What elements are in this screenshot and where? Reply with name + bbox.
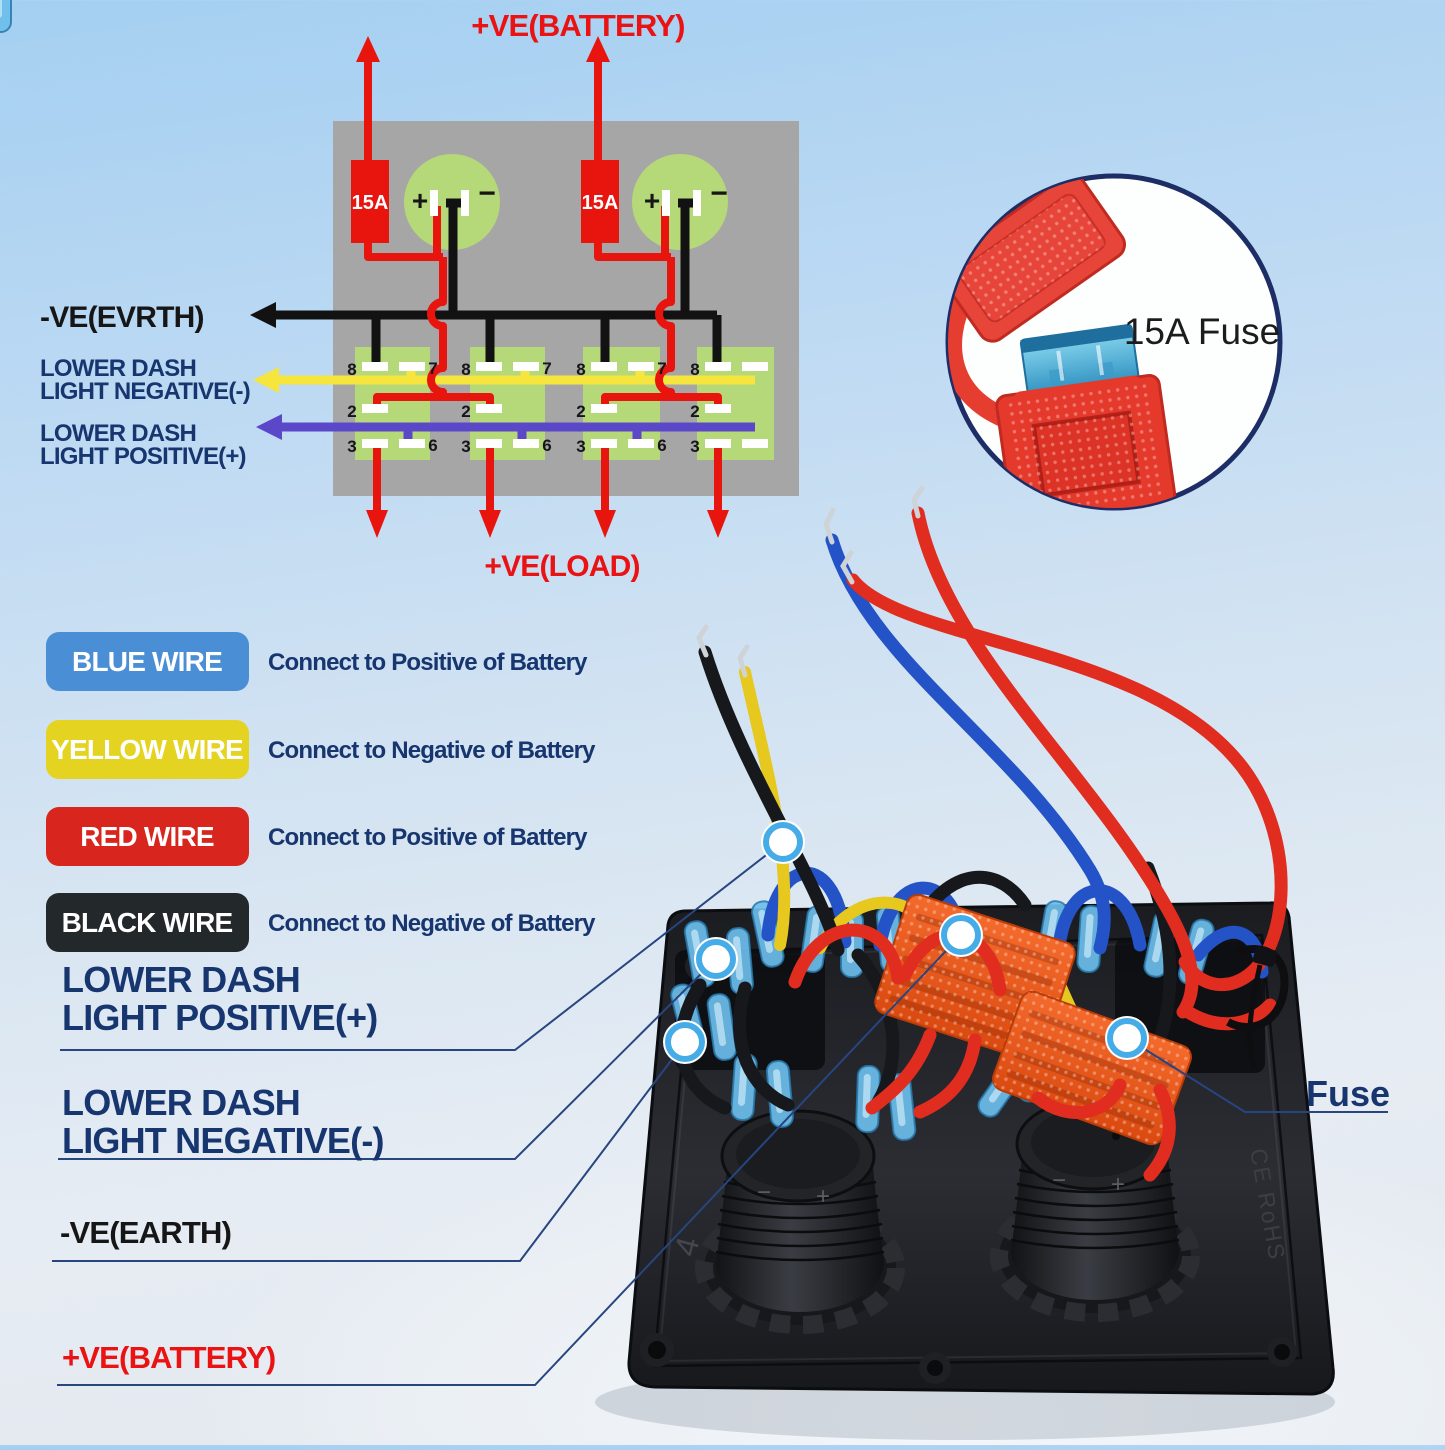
legend-swatch-yellow bbox=[46, 720, 249, 779]
svg-text:6: 6 bbox=[428, 436, 437, 455]
legend-desc-red: Connect to Positive of Battery bbox=[268, 824, 588, 851]
photo-callout-labels: LOWER DASH LIGHT POSITIVE(+) LOWER DASH … bbox=[60, 959, 1390, 1375]
callout-dot-fuse bbox=[1105, 1016, 1149, 1060]
svg-text:3: 3 bbox=[461, 437, 470, 456]
legend-swatch-red bbox=[46, 807, 249, 866]
callout-dot-battery bbox=[939, 913, 983, 957]
inset-fuse-cap bbox=[948, 176, 1126, 343]
callout-dot-dash-negative bbox=[694, 937, 738, 981]
fuse-symbol-1 bbox=[351, 160, 389, 243]
svg-text:2: 2 bbox=[576, 402, 585, 421]
inset-caption: 15A Fuse bbox=[1124, 311, 1280, 352]
legend-desc-blue: Connect to Positive of Battery bbox=[268, 649, 588, 676]
fuse-rating-1: 15A bbox=[352, 192, 389, 214]
legend-desc-yellow: Connect to Negative of Battery bbox=[268, 737, 596, 764]
zip-tie bbox=[1226, 945, 1289, 1069]
callout-leaders bbox=[52, 841, 1388, 1386]
dash-positive-line bbox=[281, 422, 755, 440]
callout-dash-positive-line1: LOWER DASH bbox=[62, 959, 300, 1000]
legend-desc-black: Connect to Negative of Battery bbox=[268, 910, 596, 937]
legend-swatch-blue bbox=[46, 632, 249, 691]
legend-label-blue: BLUE WIRE bbox=[72, 646, 222, 677]
red-circuit bbox=[364, 58, 722, 512]
diagram-load-label: +VE(LOAD) bbox=[484, 550, 639, 583]
red-arrowheads bbox=[356, 36, 729, 538]
svg-text:8: 8 bbox=[576, 360, 585, 379]
diagram-dash-negative-line2: LIGHT NEGATIVE(-) bbox=[40, 378, 250, 405]
svg-text:7: 7 bbox=[657, 359, 666, 378]
svg-text:2: 2 bbox=[690, 402, 699, 421]
callout-dash-negative-line1: LOWER DASH bbox=[62, 1082, 300, 1123]
dash-negative-arrowhead-icon bbox=[253, 367, 279, 393]
callout-dot-earth bbox=[663, 1020, 707, 1064]
battery2-minus: − bbox=[710, 177, 728, 210]
legend-label-yellow: YELLOW WIRE bbox=[51, 734, 243, 765]
earth-arrowhead-icon bbox=[250, 302, 276, 328]
battery1-minus: − bbox=[478, 177, 496, 210]
socket2-minus-mark: − bbox=[1052, 1167, 1066, 1194]
socket1-minus-mark: − bbox=[757, 1179, 771, 1206]
callout-dash-negative-line2: LIGHT NEGATIVE(-) bbox=[62, 1120, 384, 1161]
terminal-pads bbox=[362, 190, 768, 448]
diagram-dash-positive-line1: LOWER DASH bbox=[40, 420, 196, 447]
socket1-plus-mark: + bbox=[816, 1183, 830, 1210]
svg-text:7: 7 bbox=[542, 359, 551, 378]
earth-bus bbox=[264, 198, 722, 363]
svg-text:8: 8 bbox=[347, 360, 356, 379]
wiring-diagram: 15A 15A + − + − 8 8 8 8 7 7 7 2 2 2 2 3 … bbox=[40, 8, 799, 583]
svg-text:8: 8 bbox=[690, 360, 699, 379]
callout-dot-blue-wire bbox=[761, 820, 805, 864]
diagram-dash-positive-line2: LIGHT POSITIVE(+) bbox=[40, 443, 246, 470]
callout-fuse-label: Fuse bbox=[1306, 1073, 1390, 1114]
crimp-terminals bbox=[0, 0, 1217, 1142]
diagram-dash-negative-line1: LOWER DASH bbox=[40, 355, 196, 382]
svg-text:2: 2 bbox=[347, 402, 356, 421]
power-socket-1: − + bbox=[695, 1109, 905, 1334]
callout-dash-positive-line2: LIGHT POSITIVE(+) bbox=[62, 997, 377, 1038]
svg-text:8: 8 bbox=[461, 360, 470, 379]
svg-text:3: 3 bbox=[576, 437, 585, 456]
panel-groove bbox=[652, 933, 1303, 1368]
legend-label-red: RED WIRE bbox=[80, 821, 214, 852]
battery2-plus: + bbox=[644, 185, 660, 216]
callout-battery-label: +VE(BATTERY) bbox=[62, 1340, 275, 1375]
legend-swatch-black bbox=[46, 893, 249, 952]
svg-text:2: 2 bbox=[461, 402, 470, 421]
svg-text:6: 6 bbox=[542, 436, 551, 455]
svg-text:7: 7 bbox=[428, 359, 437, 378]
svg-text:3: 3 bbox=[347, 437, 356, 456]
fuse-inset: 15A Fuse bbox=[945, 173, 1283, 511]
inset-fuse-strap bbox=[948, 285, 1015, 428]
wire-tips bbox=[696, 485, 925, 678]
inset-fuse-body bbox=[995, 373, 1177, 508]
fuse-rating-2: 15A bbox=[582, 192, 619, 214]
diagram-earth-label: -VE(EVRTH) bbox=[40, 301, 204, 334]
svg-text:6: 6 bbox=[657, 436, 666, 455]
diagram-battery-label: +VE(BATTERY) bbox=[471, 8, 684, 43]
wire-color-legend: BLUE WIRE YELLOW WIRE RED WIRE BLACK WIR… bbox=[46, 632, 597, 952]
callout-earth-label: -VE(EARTH) bbox=[60, 1215, 231, 1250]
fuse-symbol-2 bbox=[581, 160, 619, 243]
battery1-plus: + bbox=[412, 185, 428, 216]
svg-text:3: 3 bbox=[690, 437, 699, 456]
callout-dots bbox=[663, 820, 1149, 1064]
socket2-plus-mark: + bbox=[1111, 1171, 1125, 1198]
dash-positive-arrowhead-icon bbox=[256, 414, 282, 440]
legend-label-black: BLACK WIRE bbox=[62, 907, 233, 938]
terminal-numbers: 8 8 8 8 7 7 7 2 2 2 2 3 3 3 3 6 6 6 bbox=[347, 359, 699, 456]
